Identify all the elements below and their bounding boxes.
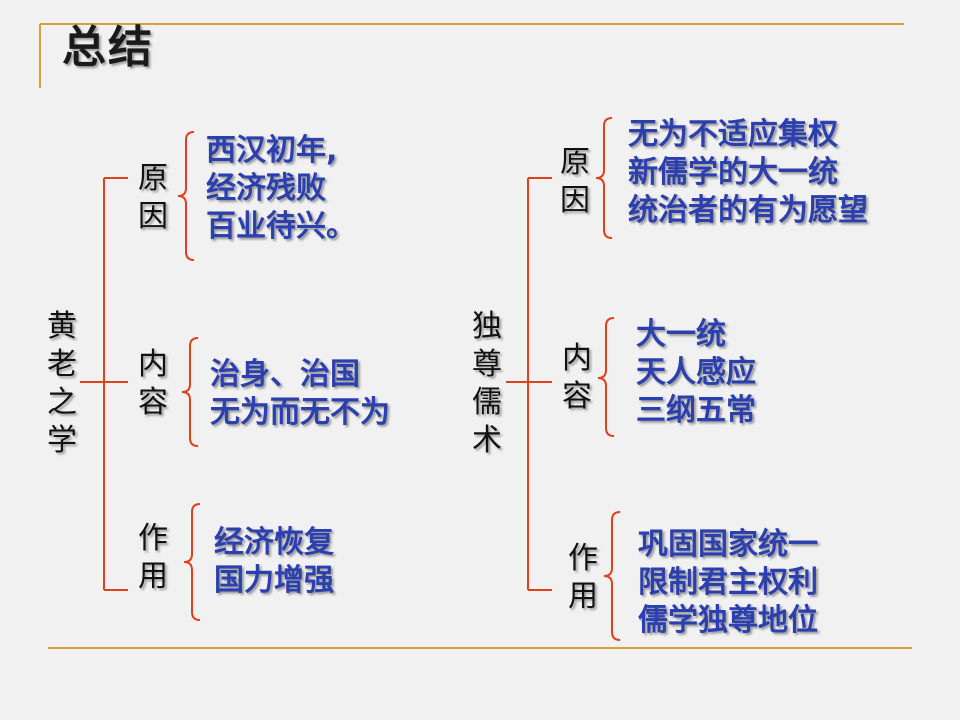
- page-title: 总结: [62, 22, 154, 73]
- right-label-reason: 原因: [560, 145, 590, 218]
- right-label-content: 内容: [562, 341, 592, 414]
- left-effect-line-2: 国力增强: [214, 563, 334, 598]
- right-content-text: 大一统 天人感应 三纲五常: [636, 316, 756, 430]
- left-reason-text: 西汉初年, 经济残败 百业待兴。: [206, 132, 356, 246]
- left-label-content: 内容: [138, 347, 168, 420]
- right-reason-text: 无为不适应集权 新儒学的大一统 统治者的有为愿望: [628, 116, 868, 230]
- right-tree-connectors: [506, 117, 621, 641]
- left-effect-text: 经济恢复 国力增强: [214, 524, 334, 600]
- left-reason-line-3: 百业待兴。: [206, 209, 356, 244]
- left-tree-connectors: [80, 131, 201, 621]
- right-label-effect: 作用: [568, 541, 598, 614]
- left-content-text: 治身、治国 无为而无不为: [210, 356, 390, 432]
- left-root-label: 黄老之学: [47, 309, 77, 458]
- left-reason-line-1: 西汉初年,: [206, 133, 338, 168]
- left-reason-line-2: 经济残败: [206, 171, 326, 206]
- right-effect-line-1: 巩固国家统一: [638, 527, 818, 562]
- right-effect-line-3: 儒学独尊地位: [638, 603, 818, 638]
- left-label-effect: 作用: [138, 521, 168, 594]
- left-label-reason: 原因: [138, 161, 168, 234]
- right-reason-line-1: 无为不适应集权: [628, 117, 838, 152]
- right-reason-line-2: 新儒学的大一统: [628, 155, 838, 190]
- right-reason-line-3: 统治者的有为愿望: [628, 193, 868, 228]
- right-content-line-3: 三纲五常: [636, 393, 756, 428]
- right-content-line-2: 天人感应: [636, 355, 756, 390]
- right-effect-text: 巩固国家统一 限制君主权利 儒学独尊地位: [638, 526, 818, 640]
- left-content-line-1: 治身、治国: [210, 357, 360, 392]
- right-content-line-1: 大一统: [636, 317, 726, 352]
- right-effect-line-2: 限制君主权利: [638, 565, 818, 600]
- left-effect-line-1: 经济恢复: [214, 525, 334, 560]
- right-root-label: 独尊儒术: [472, 309, 502, 458]
- left-content-line-2: 无为而无不为: [210, 395, 390, 430]
